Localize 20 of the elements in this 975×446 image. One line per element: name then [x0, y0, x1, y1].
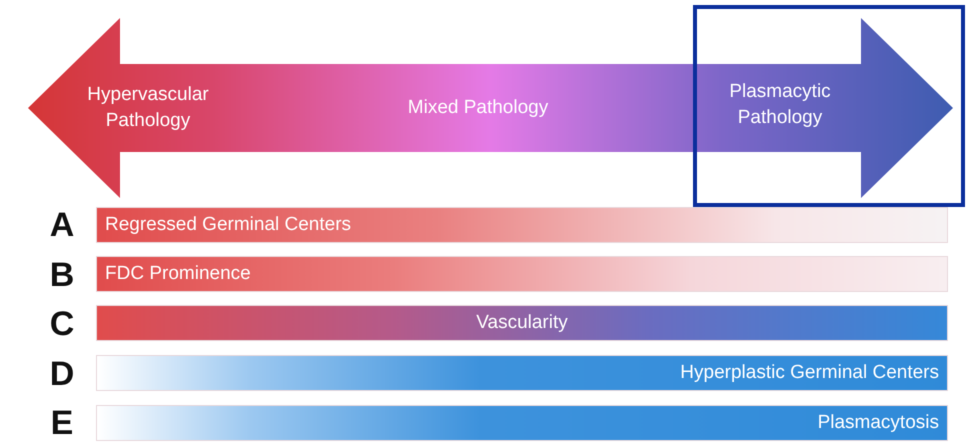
- highlight-frame: [693, 5, 965, 207]
- bar-label: Hyperplastic Germinal Centers: [680, 362, 939, 384]
- double-headed-spectrum-band: [28, 18, 953, 198]
- arrow-label: Mixed Pathology: [406, 96, 550, 120]
- bar-label: Plasmacytosis: [818, 412, 939, 434]
- row-letter: E: [50, 406, 74, 440]
- gradient-bar: [96, 355, 948, 391]
- gradient-bar: [96, 256, 948, 292]
- bar-label: Regressed Germinal Centers: [105, 214, 352, 236]
- arrow-label: Plasmacytic Pathology: [728, 80, 832, 130]
- row-letter: A: [48, 208, 76, 242]
- bar-label: Vascularity: [476, 312, 568, 334]
- arrow-label: Hypervascular Pathology: [86, 83, 210, 133]
- gradient-bar: [96, 305, 948, 341]
- row-letter: C: [48, 307, 76, 341]
- row-letter: D: [48, 356, 76, 390]
- gradient-bar: [96, 207, 948, 243]
- gradient-bar: [96, 405, 948, 441]
- row-letter: B: [48, 258, 76, 292]
- bar-label: FDC Prominence: [105, 263, 251, 285]
